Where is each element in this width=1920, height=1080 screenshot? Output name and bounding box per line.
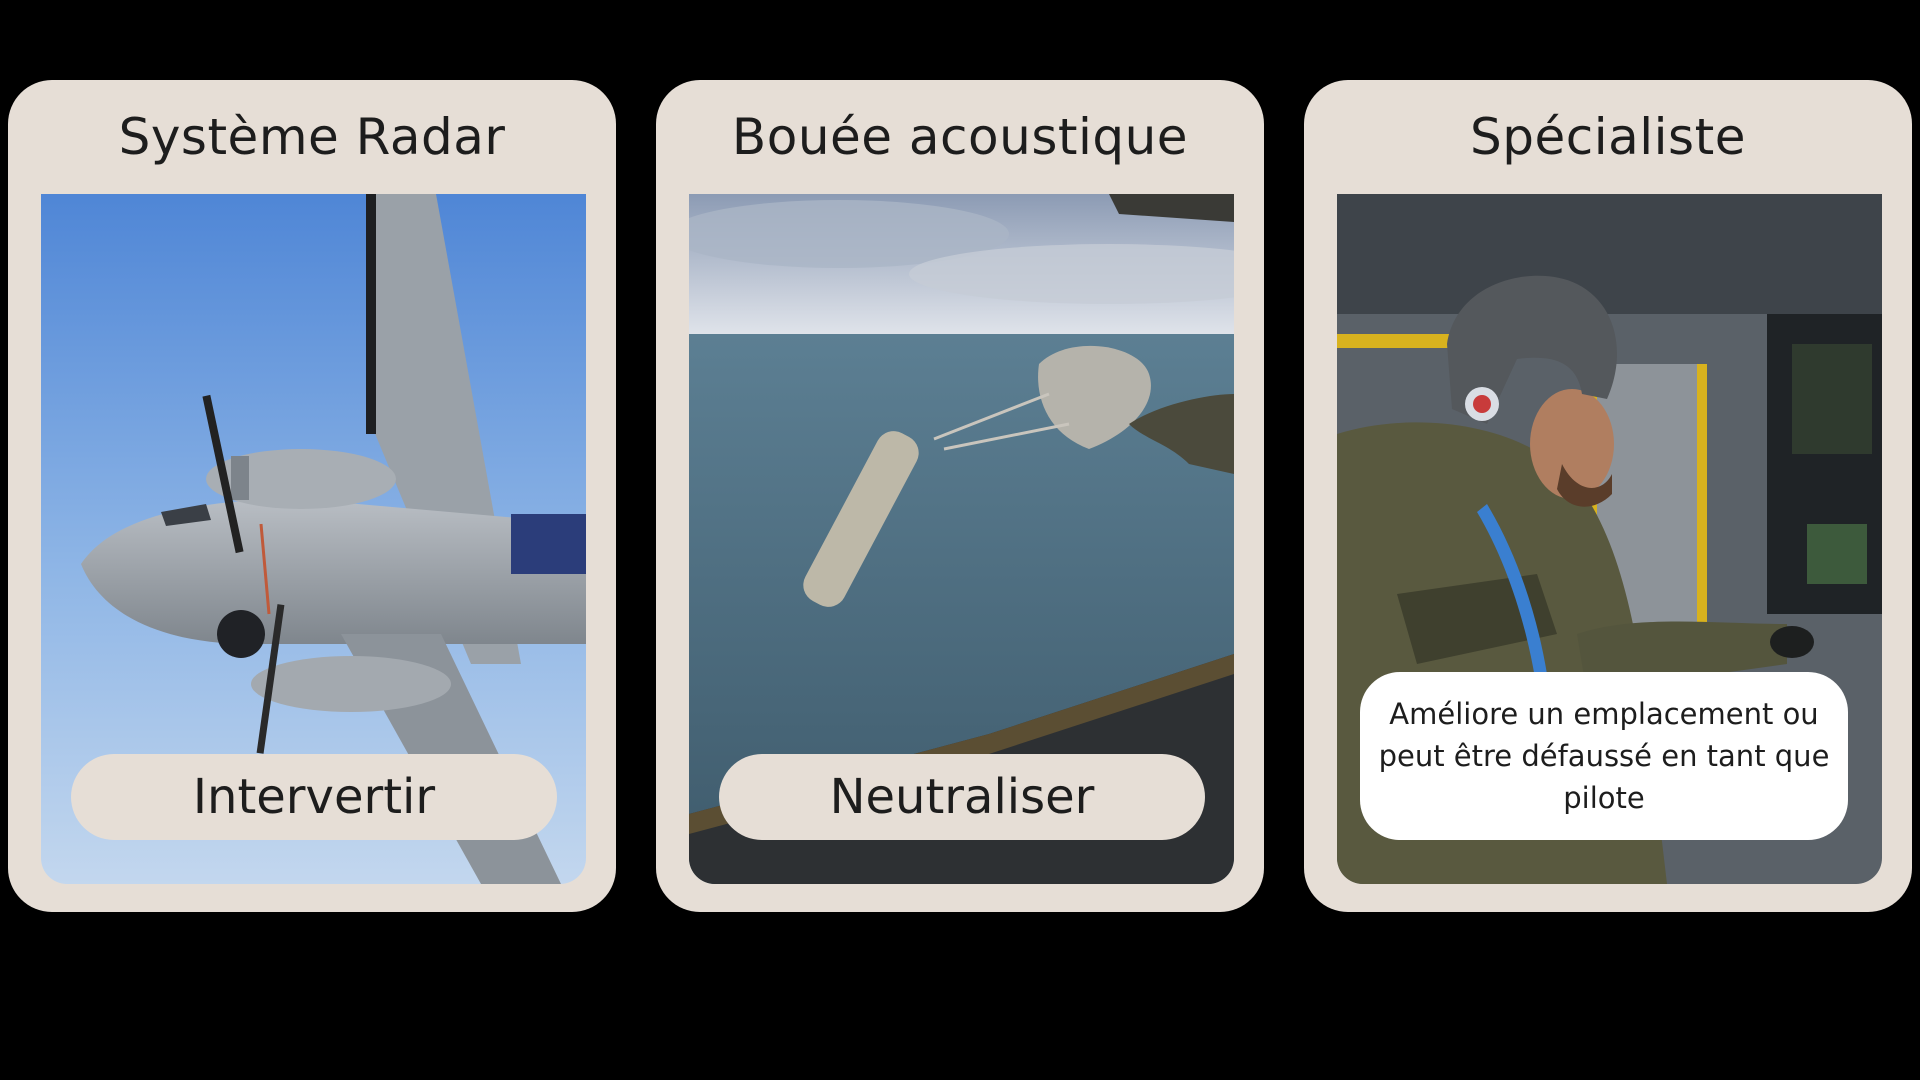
card-title: Système Radar <box>118 108 506 166</box>
card-description: Améliore un emplacement ou peut être déf… <box>1360 672 1848 840</box>
card-specialist[interactable]: Spécialiste <box>1304 80 1912 912</box>
card-radar-system[interactable]: Système Radar <box>8 80 616 912</box>
action-label: Intervertir <box>71 754 557 840</box>
card-sonobuoy[interactable]: Bouée acoustique <box>656 80 1264 912</box>
action-label: Neutraliser <box>719 754 1205 840</box>
card-title: Spécialiste <box>1470 108 1746 166</box>
card-title: Bouée acoustique <box>731 108 1189 166</box>
